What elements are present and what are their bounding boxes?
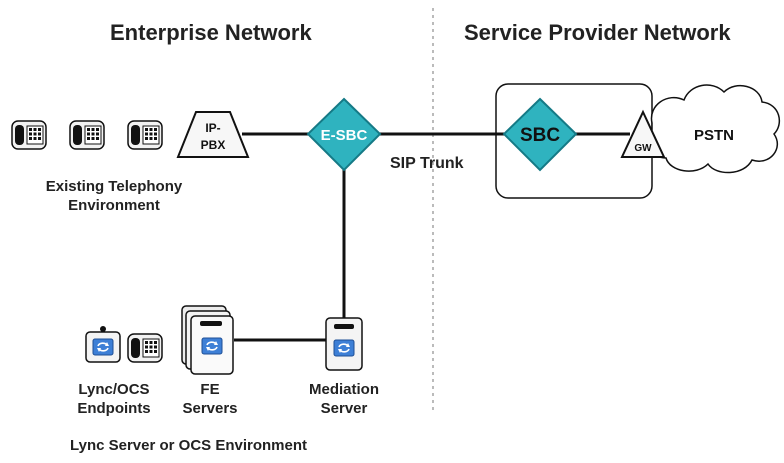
lync-environment-label: Lync Server or OCS Environment: [70, 437, 308, 454]
desk-phone-icon: [127, 120, 163, 150]
fe-servers-label: FE Servers: [180, 380, 240, 418]
fe-servers-line2: Servers: [182, 400, 238, 417]
sbc-node: SBC: [502, 97, 578, 172]
mediation-server-label: Mediation Server: [294, 380, 394, 418]
pstn-cloud: PSTN: [646, 84, 781, 174]
e-sbc-label: E-SBC: [321, 127, 368, 144]
sbc-label: SBC: [520, 125, 560, 146]
mediation-server-icon: [325, 317, 363, 371]
desk-phone-icon: [11, 120, 47, 150]
enterprise-network-heading: Enterprise Network: [110, 20, 312, 45]
lync-endpoints-line2: Endpoints: [77, 400, 151, 417]
ip-pbx-node: IP- PBX: [176, 111, 250, 158]
gw-label: GW: [634, 143, 652, 154]
fe-servers-icon: [181, 305, 234, 375]
mediation-server-line1: Mediation: [309, 381, 379, 398]
ip-pbx-label-line2: PBX: [201, 138, 226, 152]
ip-pbx-label-line1: IP-: [205, 121, 220, 135]
lync-endpoints-line1: Lync/OCS: [78, 381, 150, 398]
existing-telephony-line2: Environment: [68, 197, 160, 214]
lync-endpoints-label: Lync/OCS Endpoints: [64, 380, 164, 418]
existing-telephony-label: Existing Telephony Environment: [34, 177, 194, 215]
desk-phone-icon: [127, 333, 163, 363]
pstn-label: PSTN: [694, 127, 734, 144]
gw-node: GW: [620, 109, 666, 158]
lync-endpoint-device: [85, 326, 121, 363]
e-sbc-node: E-SBC: [306, 97, 382, 172]
service-provider-network-heading: Service Provider Network: [464, 20, 731, 45]
desk-phone-icon: [69, 120, 105, 150]
fe-servers-line1: FE: [200, 381, 220, 398]
mediation-server-line2: Server: [320, 400, 368, 417]
existing-telephony-line1: Existing Telephony: [45, 178, 183, 195]
link-label-sip-trunk: SIP Trunk: [390, 155, 464, 172]
